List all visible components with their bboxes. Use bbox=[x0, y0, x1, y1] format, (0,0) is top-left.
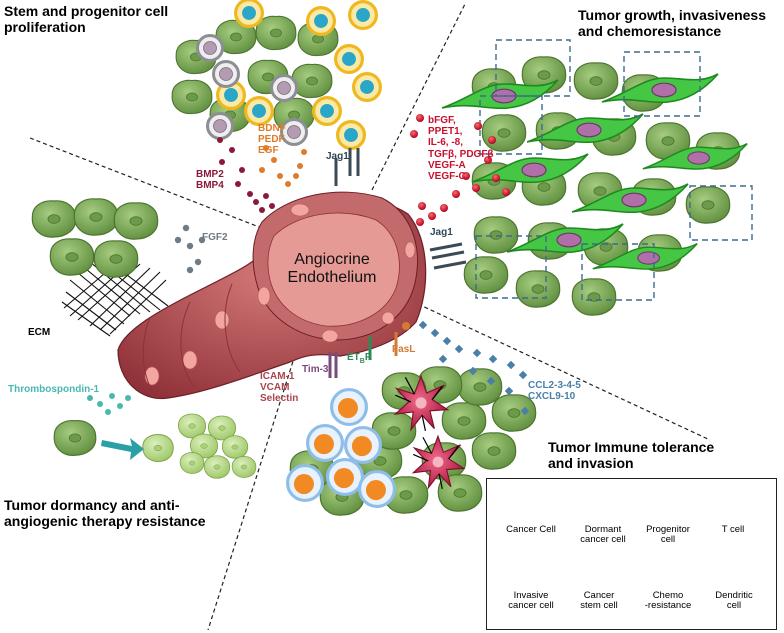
tumor-growth-cluster bbox=[441, 39, 753, 316]
label-ccl-cxcl: CCL2-3-4-5 CXCL9-10 bbox=[528, 380, 581, 403]
legend-chemo-resistance: Chemo -resistance bbox=[644, 590, 692, 612]
title-stem-progenitor: Stem and progenitor cell proliferation bbox=[4, 3, 169, 35]
label-etbr-r: R bbox=[364, 352, 373, 363]
section-dividers bbox=[29, 3, 711, 631]
legend bbox=[486, 478, 777, 630]
legend-invasive-cancer-cell: Invasive cancer cell bbox=[508, 590, 554, 612]
angiocrine-endothelium-label: Angiocrine Endothelium bbox=[287, 251, 377, 286]
label-fgf2: FGF2 bbox=[202, 232, 228, 243]
label-fasl: FasL bbox=[392, 344, 416, 355]
growth-factor-ligands bbox=[410, 114, 510, 226]
label-etbr-et: ET bbox=[347, 352, 360, 363]
label-growth-factors: bFGF, PPET1, IL-6, -8, TGFβ, PDGFβ VEGF-… bbox=[428, 115, 494, 182]
label-ecm: ECM bbox=[28, 327, 51, 338]
label-bdnf-pedf-egf: BDNF PEDF EGF bbox=[258, 123, 286, 157]
immune-receptors bbox=[328, 322, 410, 378]
jag1-top-receptors bbox=[334, 148, 360, 186]
legend-dormant-cancer-cell: Dormant cancer cell bbox=[580, 524, 626, 546]
label-tim-3: Tim-3 bbox=[302, 364, 329, 375]
fgf2-ligands bbox=[174, 224, 206, 274]
thrombospondin-ligands bbox=[87, 393, 131, 415]
title-immune-tolerance: Tumor Immune tolerance and invasion bbox=[548, 439, 715, 471]
label-jag1-top: Jag1 bbox=[326, 151, 349, 162]
title-tumor-dormancy: Tumor dormancy and anti- angiogenic ther… bbox=[4, 497, 206, 529]
legend-cancer-stem-cell: Cancer stem cell bbox=[580, 590, 618, 612]
legend-t-cell: T cell bbox=[721, 524, 745, 535]
label-thrombospondin-1: Thrombospondin-1 bbox=[8, 384, 100, 395]
label-etbr-sub: B bbox=[359, 358, 365, 365]
legend-progenitor-cell: Progenitor cell bbox=[646, 524, 690, 546]
ccl-ligands bbox=[418, 320, 530, 416]
label-adhesion-molecules: ICAM-1 VCAM Selectin bbox=[260, 371, 299, 405]
bmp-ligands bbox=[217, 137, 275, 213]
label-bmp: BMP2 BMP4 bbox=[196, 169, 224, 192]
label-etbr: ETBR bbox=[347, 352, 372, 366]
label-jag1-right: Jag1 bbox=[430, 227, 453, 238]
bdnf-ligands bbox=[259, 145, 307, 187]
jag1-right-receptors bbox=[429, 242, 467, 270]
dormancy-cluster bbox=[31, 198, 257, 479]
title-tumor-growth: Tumor growth, invasiveness and chemoresi… bbox=[578, 7, 767, 39]
legend-cancer-cell: Cancer Cell bbox=[506, 524, 556, 535]
legend-dendritic-cell: Dendritic cell bbox=[715, 590, 753, 612]
angiocrine-endothelium-vessel bbox=[117, 191, 427, 400]
